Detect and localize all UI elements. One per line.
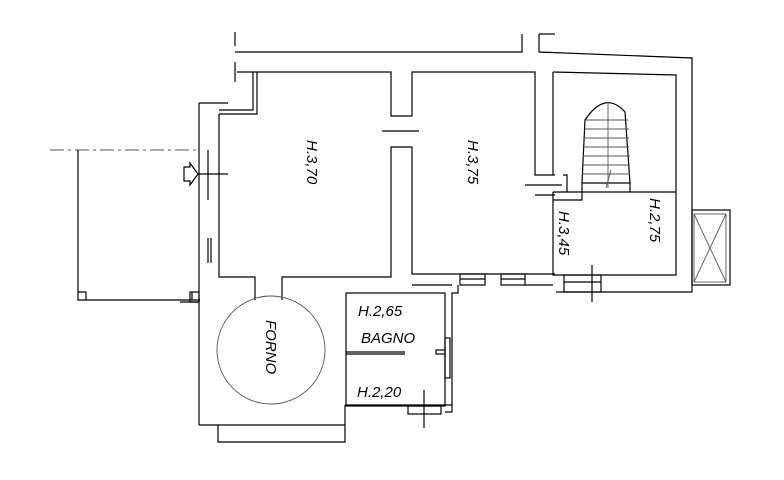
outer-walls [198, 32, 693, 443]
room-height-label: H.3,75 [464, 140, 481, 185]
elevator-icon [691, 209, 731, 286]
room-height-label: H.3,45 [555, 211, 572, 256]
oven-label: FORNO [262, 320, 279, 374]
porch [50, 149, 200, 301]
bathroom-height-label: H.2,20 [357, 384, 402, 401]
room-height-label: H.3,70 [303, 140, 320, 185]
entrance-arrow-icon [183, 161, 228, 187]
stair-room [552, 71, 677, 302]
room-1 [218, 71, 562, 300]
bathroom-height-label: H.2,65 [358, 303, 403, 320]
oven-circle [216, 295, 326, 405]
bathroom [180, 291, 451, 428]
bathroom-label: BAGNO [361, 330, 416, 347]
room-height-label: H.2,75 [646, 198, 663, 243]
